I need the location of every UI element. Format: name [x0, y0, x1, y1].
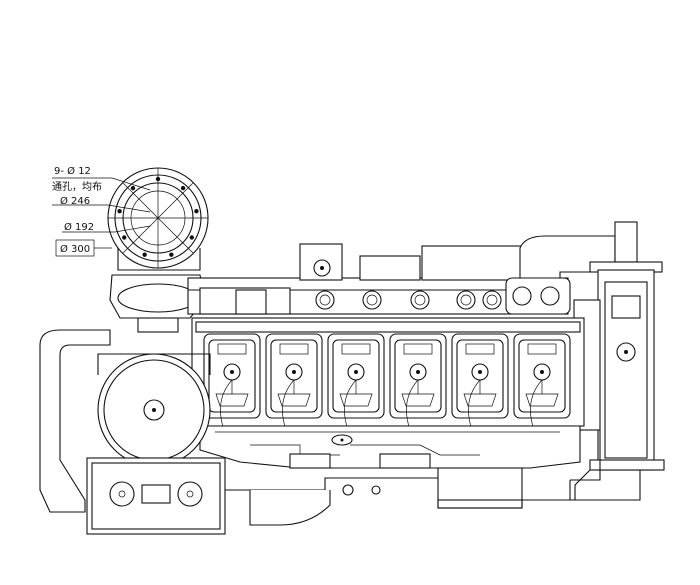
manifold-port: [456, 290, 476, 310]
bolt-hole: [155, 176, 161, 182]
dia-246-label: Ø 246: [60, 195, 90, 207]
bolt-hole: [194, 209, 199, 214]
bolt-hole: [189, 235, 194, 240]
bolt-hole: [169, 252, 174, 257]
water-pump: [505, 277, 571, 315]
exhaust-flange: [107, 167, 209, 271]
dia-192-label: Ø 192: [64, 221, 94, 233]
flange-bolt-holes: [117, 176, 199, 257]
manifold-port: [315, 290, 335, 310]
manifold-port: [410, 290, 430, 310]
cylinder-head: [513, 333, 575, 447]
turbocharger: [109, 274, 206, 333]
oil-pan: [199, 425, 581, 469]
base-frame: [225, 467, 641, 526]
bolt-hole: [122, 235, 127, 240]
dia-300-label: Ø 300: [60, 243, 90, 255]
bolt-hole: [130, 185, 136, 191]
flywheel-alternator: [39, 329, 211, 513]
control-box: [86, 457, 226, 535]
cylinder-head: [203, 333, 265, 447]
bolt-hole: [180, 185, 186, 191]
cylinder-heads: [203, 333, 575, 447]
cylinder-head: [327, 333, 389, 447]
cylinder-head: [265, 333, 327, 447]
manifold-ports: [315, 290, 502, 310]
manifold-port: [362, 290, 382, 310]
bolt-hole: [117, 209, 122, 214]
right-exhaust-pipe: [519, 221, 663, 281]
dimension-leaders: [52, 177, 151, 257]
bolt-hole: [142, 252, 147, 257]
manifold-port: [482, 290, 502, 310]
holes-note-label: 通孔，均布: [52, 181, 102, 193]
holes-count-label: 9- Ø 12: [54, 165, 91, 177]
